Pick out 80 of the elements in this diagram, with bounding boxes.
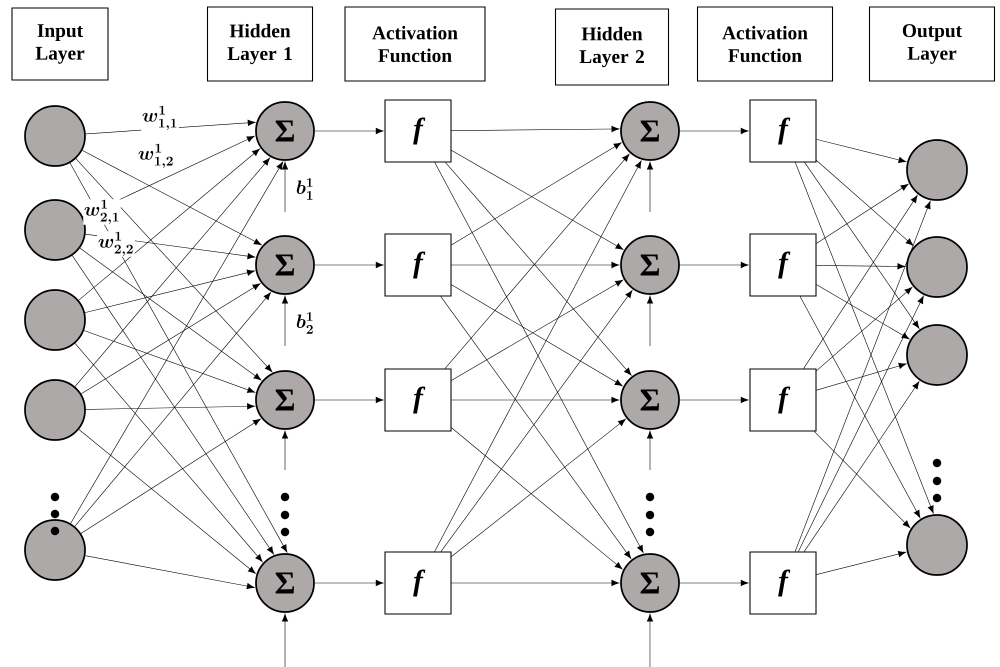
connection-arrow: [80, 418, 261, 534]
weight-label: $w^{1}_{2,2}$: [97, 231, 135, 257]
connection-arrow: [80, 248, 262, 380]
weight-label: $w^{1}_{2,1}$: [83, 199, 121, 225]
connection-arrow: [80, 283, 260, 394]
activation-box: f: [749, 368, 817, 432]
layer-header-box: Input Layer: [11, 7, 109, 81]
connection-arrow: [84, 270, 255, 313]
connection-arrow: [680, 262, 749, 268]
connection-arrow: [816, 139, 906, 163]
connection-arrow: [680, 128, 749, 134]
connection-arrow: [680, 580, 749, 586]
connection-arrow: [451, 580, 620, 586]
connection-arrow: [451, 418, 626, 557]
connection-arrow: [82, 150, 262, 246]
bias-arrow: [282, 296, 288, 346]
activation-box: f: [384, 233, 452, 297]
layer-header-box: Output Layer: [868, 6, 996, 82]
connection-arrow: [314, 128, 384, 134]
layer-header-box: Activation Function: [344, 6, 486, 82]
bias-arrow: [282, 162, 288, 212]
connection-arrow: [795, 162, 934, 514]
connection-arrow: [814, 431, 910, 528]
neuron-circle: [24, 519, 86, 581]
bias-arrow: [646, 614, 654, 667]
connection-arrow: [85, 555, 255, 590]
connection-arrow: [816, 550, 906, 575]
connection-arrow: [84, 330, 256, 393]
neuron-circle: [24, 105, 86, 167]
neuron-circle: [906, 324, 968, 386]
connection-arrow: [451, 262, 620, 268]
activation-box: f: [749, 551, 817, 615]
connection-arrow: [816, 263, 906, 270]
weight-label: $w^{1}_{1,1}$: [141, 105, 179, 131]
connection-arrow: [794, 201, 930, 552]
neuron-circle: [24, 379, 86, 441]
bias-arrow: [282, 430, 288, 470]
bias-arrow: [646, 162, 654, 212]
connection-arrow: [314, 262, 384, 268]
bias-arrow: [282, 614, 288, 667]
connection-arrow: [804, 162, 920, 329]
connection-arrow: [798, 296, 924, 552]
connection-arrow: [451, 396, 620, 404]
connection-arrow: [78, 148, 260, 300]
activation-box: f: [384, 551, 452, 615]
connection-arrow: [816, 286, 912, 371]
layer-header-box: Hidden Layer 2: [554, 8, 670, 86]
connection-arrow: [816, 284, 910, 340]
neuron-circle: [24, 289, 86, 351]
connection-arrow: [804, 381, 920, 552]
connection-arrow: [314, 580, 384, 586]
connection-arrow: [816, 362, 906, 390]
connection-arrow: [74, 292, 271, 527]
connection-arrow: [800, 296, 920, 518]
activation-box: f: [749, 99, 817, 163]
activation-box: f: [749, 233, 817, 297]
bias-arrow: [646, 296, 654, 346]
connection-arrow: [816, 184, 909, 244]
connection-arrow: [451, 427, 623, 570]
bias-arrow: [646, 430, 654, 470]
layer-header-box: Activation Function: [696, 6, 834, 82]
neuron-circle: [24, 199, 86, 261]
connection-arrow: [72, 255, 274, 554]
connection-arrow: [314, 396, 384, 404]
activation-box: f: [384, 99, 452, 163]
activation-box: f: [384, 368, 452, 432]
connection-arrow: [78, 429, 256, 574]
connection-arrow: [451, 126, 620, 132]
weight-label: $b^{1}_{1}$: [295, 178, 315, 200]
connection-arrow: [816, 160, 914, 246]
neuron-circle: [906, 139, 968, 201]
layer-header-box: Hidden Layer 1: [206, 6, 314, 82]
connection-arrow: [680, 396, 749, 404]
weight-label: $w^{1}_{1,2}$: [137, 143, 175, 169]
connection-arrow: [74, 343, 263, 562]
connection-arrow: [86, 403, 255, 410]
neuron-circle: [906, 514, 968, 576]
weight-label: $b^{1}_{2}$: [295, 312, 315, 334]
connection-arrow: [803, 195, 918, 369]
neuron-circle: [906, 236, 968, 298]
